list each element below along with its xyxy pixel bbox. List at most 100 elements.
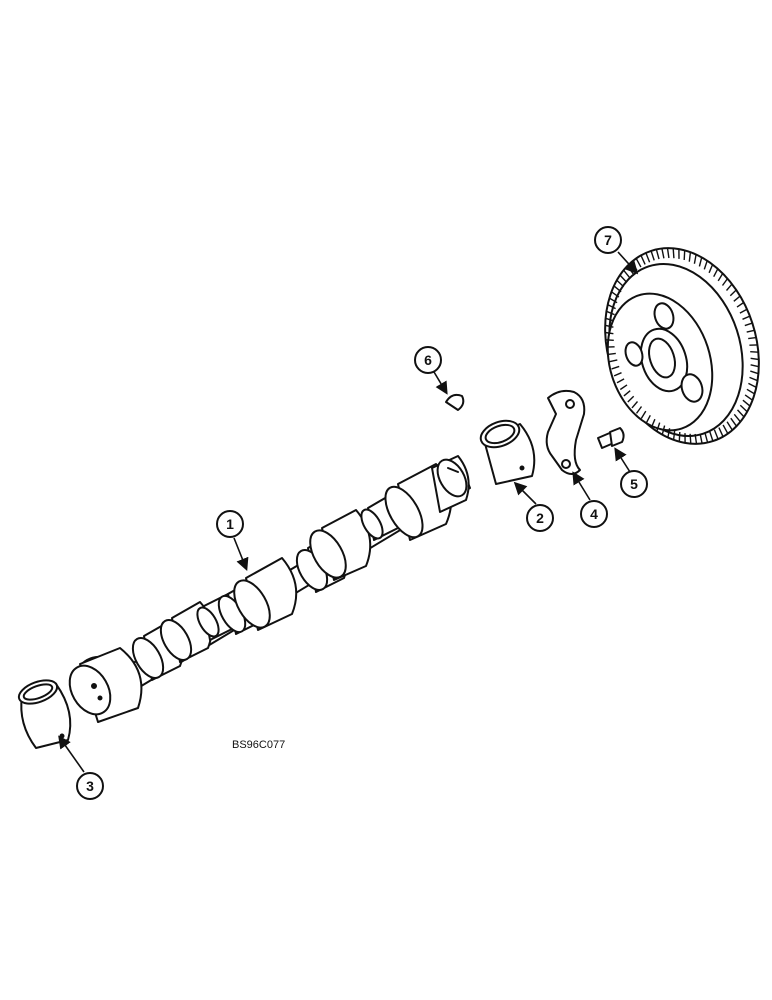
gear-tooth [611,291,620,298]
gear-tooth [611,365,620,370]
bolt [597,427,625,449]
gear-tooth [717,273,724,282]
gear-tooth [742,315,751,320]
gear-tooth [709,431,714,442]
gear-tooth [748,336,757,340]
callout-3: 3 [76,772,104,800]
gear-tooth [627,395,635,403]
gear-tooth [661,248,665,259]
gear-tooth [683,250,686,261]
gear-tooth [708,264,714,274]
gear-tooth [635,258,642,268]
gear-tooth [613,285,622,293]
cam-gear [604,247,760,445]
figure-reference: BS96C077 [232,739,285,751]
gear-tooth [748,382,757,389]
gear-tooth [607,352,616,356]
gear-tooth [750,357,759,361]
callout-4: 4 [580,500,608,528]
gear-tooth [645,252,651,263]
callout-6: 6 [414,346,442,374]
gear-tooth [729,289,737,297]
gear-tooth [704,432,709,443]
gear-tooth [688,252,692,262]
gear-tooth [666,248,670,259]
thrust-plate [545,389,586,475]
callout-1: 1 [216,510,244,538]
gear-tooth [730,417,738,427]
gear-tooth [699,433,703,444]
gear-tooth [713,268,719,278]
gear-tooth [667,428,671,438]
svg-text:6: 6 [424,352,432,368]
gear-tooth [693,254,697,264]
gear-tooth [744,322,753,327]
callout-7: 7 [594,226,622,254]
gear-tooth [607,303,616,310]
gear-tooth [672,248,675,259]
gear-tooth [650,418,656,428]
gear-tooth [739,308,748,314]
gear-tooth [736,409,745,418]
gear-tooth [645,414,651,424]
svg-text:7: 7 [604,232,612,248]
gear-tooth [606,310,615,316]
gear-tooth [739,404,748,413]
gear-tooth [609,297,618,304]
leader-lines [58,251,639,773]
gear-tooth [694,433,698,444]
gear-tooth [698,257,703,267]
gear-tooth [616,378,625,384]
gear-tooth [713,429,719,440]
gear-tooth [736,301,745,308]
gear-tooth [718,427,724,437]
rear-bushing [479,419,536,485]
gear-tooth [678,431,681,442]
gear-tooth [742,399,751,407]
gear-tooth [655,249,660,260]
camshaft [68,455,471,723]
gear-tooth [721,278,729,286]
camshaft-rear-end [431,455,470,513]
gear-tooth [635,406,643,414]
gear-tooth [750,351,759,353]
gear-tooth [650,250,655,261]
gear-tooth [726,421,733,431]
svg-text:1: 1 [226,516,234,532]
gear-tooth [605,317,614,322]
woodruff-key [445,393,465,411]
gear-tooth [613,372,622,377]
gear-tooth [725,283,733,291]
gear-tooth [619,274,628,283]
gear-tooth [722,424,729,434]
svg-text:5: 5 [630,476,638,492]
gear-tooth [746,388,755,395]
svg-text:4: 4 [590,506,598,522]
callout-2: 2 [526,504,554,532]
gear-tooth [744,394,753,401]
gear-tooth [703,260,708,270]
gear-tooth [689,433,692,444]
gear-tooth [616,279,625,288]
gear-tooth [605,331,614,335]
gear-teeth [605,248,759,444]
gear-tooth [605,324,614,328]
gear-tooth [750,364,759,368]
gear-tooth [609,359,618,363]
gear-tooth [605,339,614,341]
gear-tooth [733,295,741,302]
gear-tooth [619,384,628,391]
gear-tooth [623,390,631,397]
gear-tooth [640,410,647,419]
gear-tooth [749,376,758,382]
gear-tooth [733,413,741,423]
front-bushing [17,679,72,749]
cam-lobe-6 [309,509,372,581]
gear-tooth [661,425,666,435]
gear-tooth [631,401,639,409]
svg-text:3: 3 [86,778,94,794]
gear-tooth [640,255,646,265]
cam-lobe-4 [233,557,298,631]
gear-tooth [656,422,661,432]
gear-tooth [672,430,676,440]
